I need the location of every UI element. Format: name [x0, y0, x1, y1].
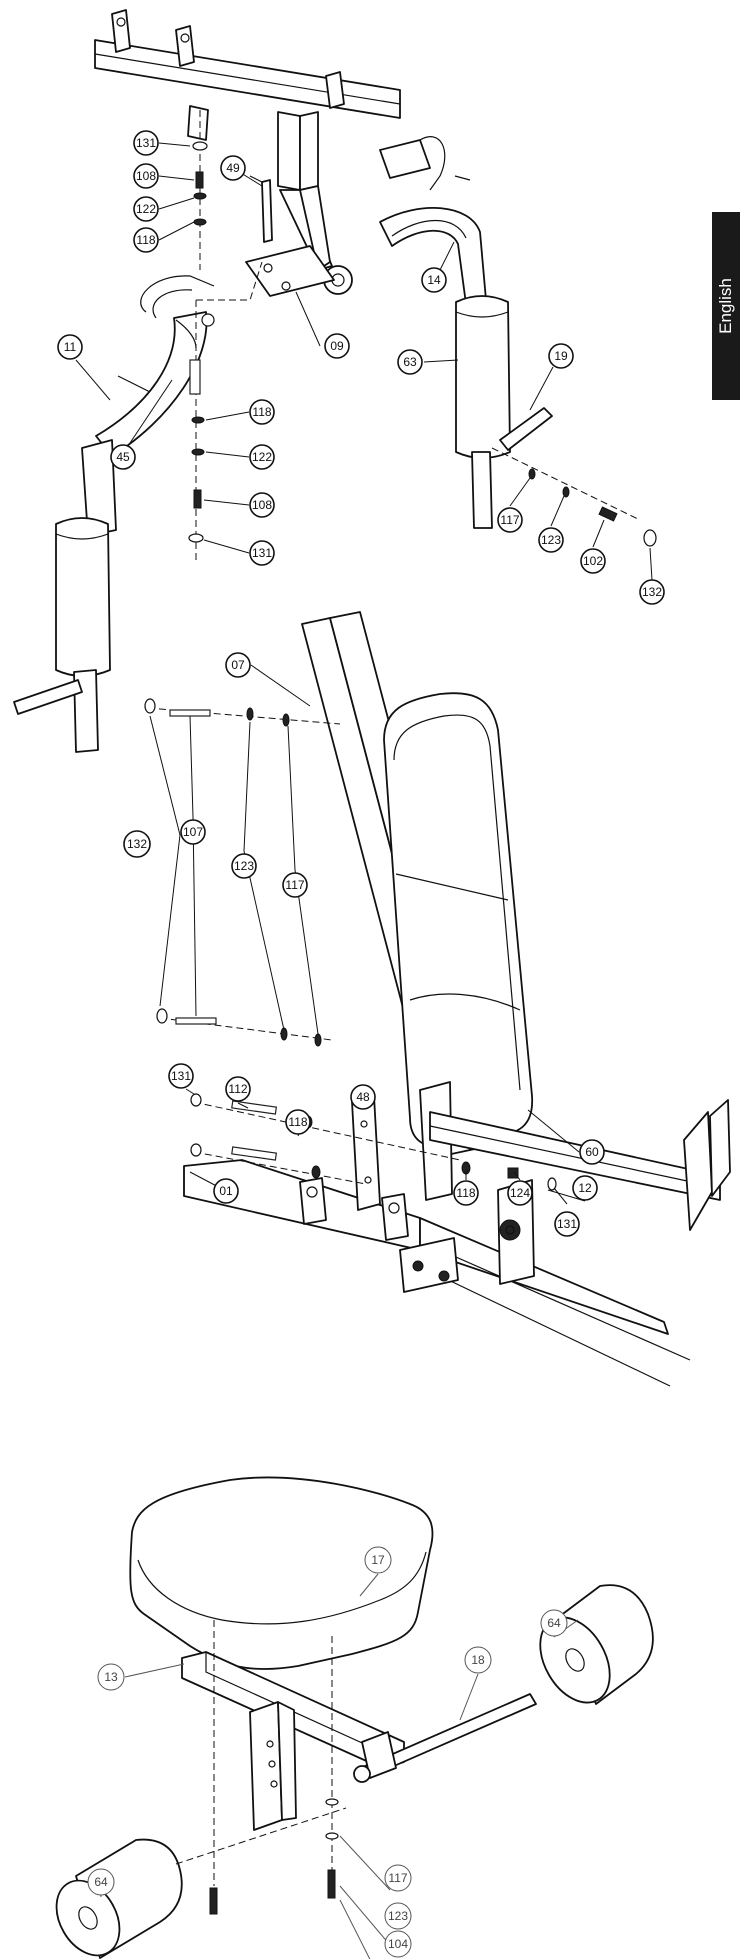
svg-text:118: 118 — [136, 233, 155, 247]
callout-108: 108 — [133, 163, 159, 189]
callout-60: 60 — [579, 1139, 605, 1165]
svg-text:45: 45 — [116, 450, 130, 464]
callout-45: 45 — [110, 444, 136, 470]
right-hardware-stack — [528, 468, 657, 547]
svg-text:13: 13 — [104, 1670, 118, 1684]
callout-19: 19 — [548, 343, 574, 369]
callout-63: 63 — [397, 349, 423, 375]
callout-102: 102 — [580, 548, 606, 574]
callout-131: 131 — [133, 130, 159, 156]
callout-123-c: 123 — [384, 1902, 412, 1930]
frame-backrest-assembly — [144, 611, 731, 1387]
svg-text:118: 118 — [288, 1115, 307, 1129]
seat-assembly — [55, 1476, 654, 1959]
callout-01: 01 — [213, 1178, 239, 1204]
callout-112: 112 — [225, 1076, 251, 1102]
callout-49: 49 — [220, 155, 246, 181]
svg-text:63: 63 — [403, 355, 417, 369]
svg-text:11: 11 — [64, 340, 77, 354]
svg-text:12: 12 — [578, 1181, 592, 1195]
callout-131-c: 131 — [168, 1063, 194, 1089]
svg-text:64: 64 — [547, 1616, 561, 1630]
callout-123: 123 — [538, 527, 564, 553]
callout-117: 117 — [497, 507, 523, 533]
svg-text:104: 104 — [388, 1937, 408, 1951]
callout-108-b: 108 — [249, 492, 275, 518]
callout-118: 118 — [133, 227, 159, 253]
svg-text:107: 107 — [183, 825, 203, 839]
svg-text:131: 131 — [136, 136, 156, 150]
svg-text:64: 64 — [94, 1875, 108, 1889]
svg-text:118: 118 — [252, 405, 271, 419]
callout-17: 17 — [364, 1546, 392, 1574]
callout-132-b: 132 — [123, 830, 151, 858]
callout-11: 11 — [57, 334, 83, 360]
callout-122: 122 — [133, 196, 159, 222]
callout-64-b: 64 — [87, 1868, 115, 1896]
callout-123-b: 123 — [231, 853, 257, 879]
callout-131-d: 131 — [554, 1211, 580, 1237]
callout-118-d: 118 — [453, 1180, 479, 1206]
svg-text:102: 102 — [583, 554, 603, 568]
top-hardware-stack — [192, 141, 208, 226]
callout-14: 14 — [421, 267, 447, 293]
callout-48: 48 — [350, 1084, 376, 1110]
leader-lines — [75, 142, 653, 1959]
svg-text:48: 48 — [356, 1090, 370, 1104]
callout-118-c: 118 — [285, 1109, 311, 1135]
svg-text:09: 09 — [330, 339, 344, 353]
svg-text:108: 108 — [252, 498, 272, 512]
callout-104: 104 — [384, 1930, 412, 1958]
svg-text:132: 132 — [642, 585, 662, 599]
svg-text:122: 122 — [136, 202, 156, 216]
svg-text:19: 19 — [554, 349, 568, 363]
callout-18: 18 — [464, 1646, 492, 1674]
callout-07: 07 — [225, 652, 251, 678]
top-frame-assembly — [13, 9, 657, 753]
svg-text:112: 112 — [228, 1082, 247, 1096]
svg-text:17: 17 — [371, 1553, 385, 1567]
svg-text:122: 122 — [252, 450, 272, 464]
svg-text:49: 49 — [226, 161, 240, 175]
callout-107: 107 — [180, 819, 206, 845]
svg-text:07: 07 — [231, 658, 245, 672]
svg-text:60: 60 — [585, 1145, 599, 1159]
svg-text:01: 01 — [219, 1184, 233, 1198]
svg-text:117: 117 — [500, 513, 519, 527]
svg-text:123: 123 — [388, 1909, 408, 1923]
callout-122-b: 122 — [249, 444, 275, 470]
svg-text:124: 124 — [510, 1186, 530, 1200]
callout-117-b: 117 — [282, 872, 308, 898]
svg-text:131: 131 — [171, 1069, 191, 1083]
callout-117-c: 117 — [384, 1864, 412, 1892]
callout-12: 12 — [572, 1175, 598, 1201]
callout-64: 64 — [540, 1609, 568, 1637]
callout-124: 124 — [507, 1180, 533, 1206]
callout-13: 13 — [97, 1663, 125, 1691]
callout-118-b: 118 — [249, 399, 275, 425]
svg-text:131: 131 — [252, 546, 272, 560]
language-tab: English — [712, 212, 740, 400]
lower-hardware-stack — [188, 359, 205, 543]
svg-text:123: 123 — [541, 533, 561, 547]
svg-text:108: 108 — [136, 169, 156, 183]
svg-text:117: 117 — [388, 1871, 407, 1885]
svg-text:118: 118 — [456, 1186, 475, 1200]
svg-text:123: 123 — [234, 859, 254, 873]
svg-text:18: 18 — [471, 1653, 485, 1667]
callout-09: 09 — [324, 333, 350, 359]
callout-131-b: 131 — [249, 540, 275, 566]
svg-text:131: 131 — [557, 1217, 577, 1231]
svg-text:117: 117 — [285, 878, 304, 892]
svg-text:132: 132 — [127, 837, 147, 851]
svg-text:14: 14 — [427, 273, 441, 287]
callout-132: 132 — [639, 579, 665, 605]
